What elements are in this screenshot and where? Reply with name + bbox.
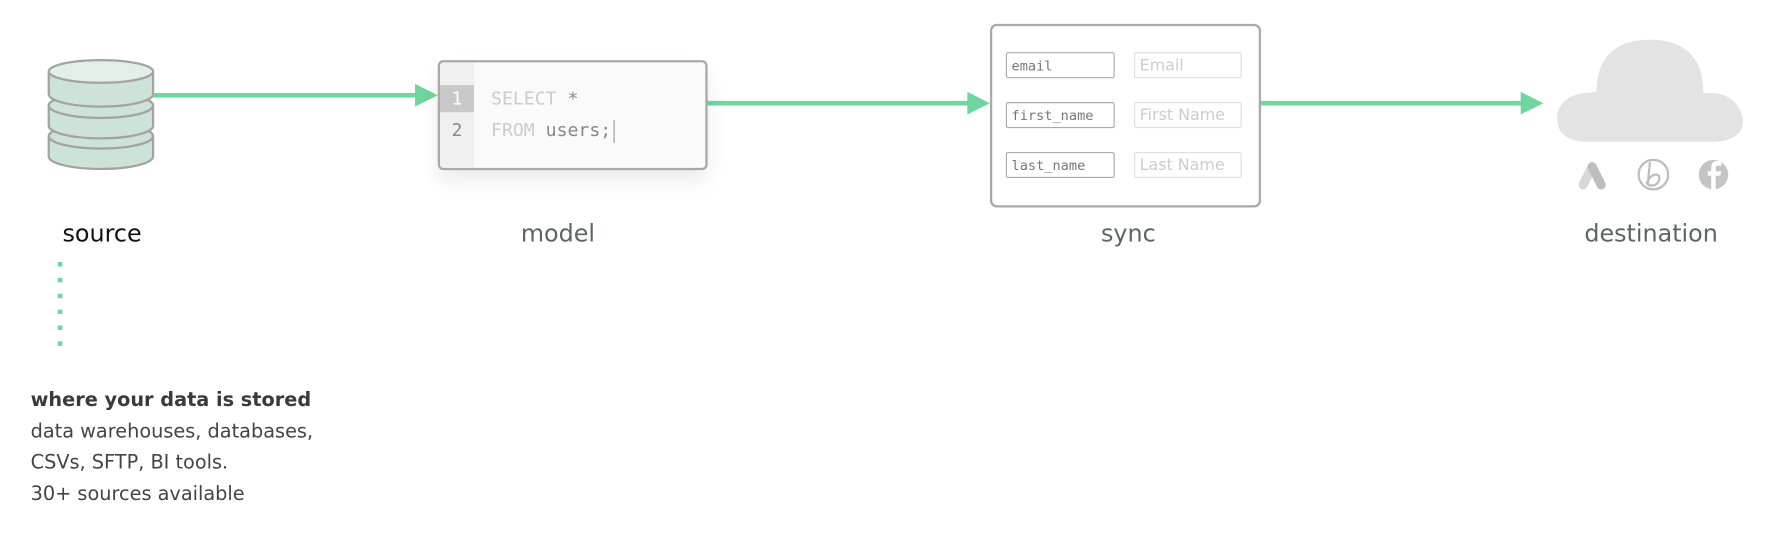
sync-mapping-panel: email Email first_name First Name last_n… <box>989 23 1262 208</box>
line-number: 1 <box>439 85 475 113</box>
stage-label-sync[interactable]: sync <box>1100 219 1156 248</box>
description-line: data warehouses, databases, <box>30 420 314 443</box>
code-text: * <box>556 87 579 109</box>
arrow-sync-to-destination <box>1258 91 1544 115</box>
destination-field-email[interactable]: Email <box>1134 52 1242 79</box>
cloud-icon <box>1556 39 1743 142</box>
facebook-icon <box>1698 159 1729 190</box>
keyword: FROM <box>491 119 535 141</box>
source-description: where your data is stored data warehouse… <box>31 386 313 511</box>
arrow-source-to-model <box>153 83 438 107</box>
arrow-model-to-sync <box>705 91 990 115</box>
source-field-email[interactable]: email <box>1005 52 1115 79</box>
description-line: CSVs, SFTP, BI tools. <box>30 451 229 475</box>
code-line-1: SELECT * <box>491 85 578 112</box>
sql-editor[interactable]: 1 2 SELECT * FROM users; <box>437 60 708 171</box>
database-icon <box>47 58 155 171</box>
destination-field-first-name[interactable]: First Name <box>1134 102 1242 129</box>
description-line: 30+ sources available <box>30 482 245 506</box>
keyword: SELECT <box>491 87 557 109</box>
braze-icon <box>1637 158 1670 191</box>
source-field-first-name[interactable]: first_name <box>1005 102 1115 129</box>
google-ads-icon <box>1578 162 1606 190</box>
stage-label-source[interactable]: source <box>62 219 142 248</box>
text-cursor <box>613 119 615 143</box>
dotted-connector <box>57 261 63 346</box>
stage-label-destination[interactable]: destination <box>1584 219 1718 248</box>
stage-label-model[interactable]: model <box>520 219 596 248</box>
line-gutter <box>439 62 475 168</box>
code-text: users; <box>534 119 612 141</box>
destination-field-last-name[interactable]: Last Name <box>1134 151 1242 179</box>
description-title: where your data is stored <box>30 388 312 412</box>
line-number: 2 <box>451 119 463 141</box>
source-field-last-name[interactable]: last_name <box>1005 151 1115 179</box>
code-line-2: FROM users; <box>491 117 615 144</box>
